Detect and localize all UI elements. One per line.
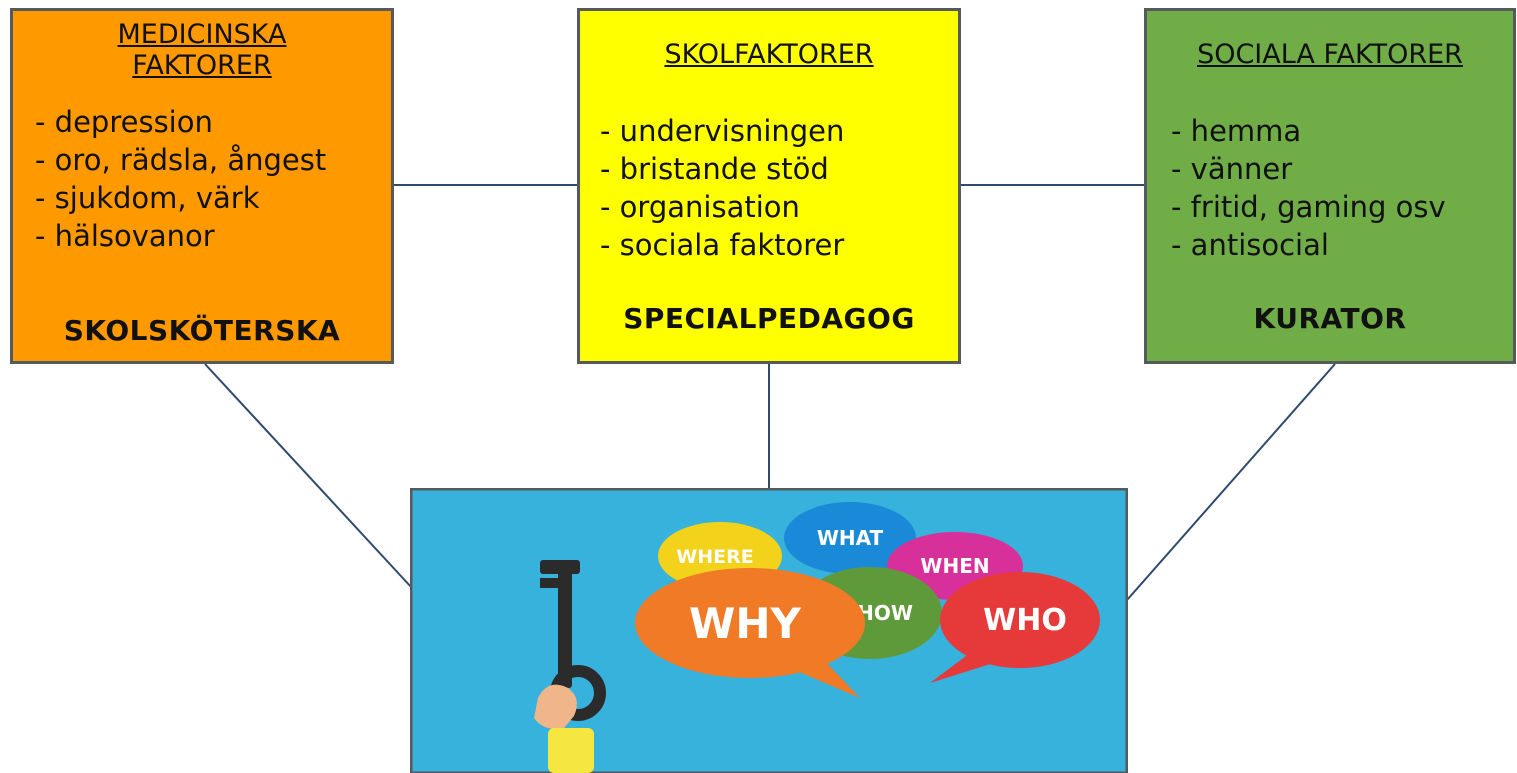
school-role: SPECIALPEDAGOG — [623, 302, 915, 335]
school-factors-box: SKOLFAKTORER - undervisningen - bristand… — [577, 8, 961, 364]
school-factor-list: - undervisningen - bristande stöd - orga… — [580, 70, 958, 264]
list-item: - oro, rädsla, ångest — [35, 143, 327, 177]
bubble-label-why: WHY — [689, 599, 801, 648]
bubble-label-where: WHERE — [676, 546, 753, 568]
list-item: - fritid, gaming osv — [1171, 190, 1446, 224]
medical-factors-box: MEDICINSKA FAKTORER - depression - oro, … — [10, 8, 394, 364]
key-in-hand-icon — [534, 560, 606, 773]
question-bubbles-picture: WHAT WHERE WHEN HOW WHO WHY — [410, 488, 1128, 773]
list-item: - sjukdom, värk — [35, 181, 260, 215]
bubble-label-what: WHAT — [817, 526, 884, 550]
medical-factor-list: - depression - oro, rädsla, ångest - sju… — [13, 81, 391, 255]
bubble-label-when: WHEN — [920, 554, 989, 578]
list-item: - hälsovanor — [35, 219, 215, 253]
social-heading: SOCIALA FAKTORER — [1197, 39, 1463, 70]
bubble-what: WHAT — [784, 502, 916, 574]
school-heading: SKOLFAKTORER — [664, 39, 874, 70]
bubble-label-who: WHO — [983, 603, 1067, 638]
connector-medical-picture — [204, 363, 413, 589]
list-item: - antisocial — [1171, 228, 1329, 262]
list-item: - depression — [35, 105, 213, 139]
social-factor-list: - hemma - vänner - fritid, gaming osv - … — [1147, 70, 1513, 264]
list-item: - bristande stöd — [600, 152, 829, 186]
social-factors-box: SOCIALA FAKTORER - hemma - vänner - frit… — [1144, 8, 1516, 364]
medical-heading: MEDICINSKA FAKTORER — [13, 11, 391, 81]
list-item: - undervisningen — [600, 114, 845, 148]
list-item: - vänner — [1171, 152, 1293, 186]
social-role: KURATOR — [1253, 302, 1407, 335]
medical-heading-line2: FAKTORER — [132, 50, 272, 81]
bubble-why: WHY — [635, 568, 865, 698]
medical-role: SKOLSKÖTERSKA — [63, 314, 341, 347]
bubble-label-how: HOW — [857, 601, 913, 625]
list-item: - hemma — [1171, 114, 1302, 148]
list-item: - organisation — [600, 190, 800, 224]
connector-social-picture — [1126, 363, 1336, 601]
list-item: - sociala faktorer — [600, 228, 845, 262]
medical-heading-line1: MEDICINSKA — [117, 19, 287, 50]
bubble-who: WHO — [930, 572, 1100, 683]
